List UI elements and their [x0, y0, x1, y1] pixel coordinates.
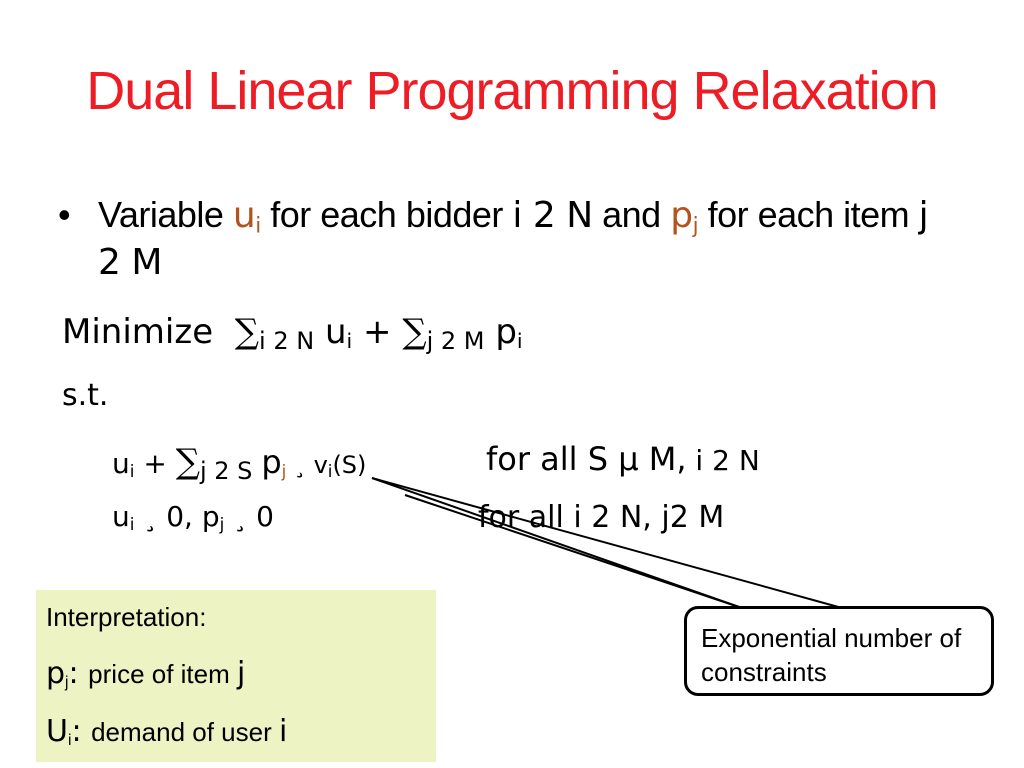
constraint-1-quantifier: for all S µ M, i 2 N [486, 440, 760, 478]
bullet-variables: • Variable ui for each bidder i 2 N and … [58, 192, 958, 286]
set-bidders: i 2 N [512, 195, 593, 236]
sum-symbol: ∑ [234, 312, 260, 352]
slide-title: Dual Linear Programming Relaxation [86, 61, 938, 121]
bullet-text: Variable ui for each bidder i 2 N and pj… [98, 194, 929, 283]
constraint-2: ui ¸ 0, pj ¸ 0 [112, 500, 274, 535]
callout-exponential: Exponential number of constraints [684, 606, 994, 696]
interpretation-demand: Ui: demand of user i [46, 714, 288, 749]
sum-symbol: ∑ [175, 442, 200, 482]
constraint-1: ui + ∑j 2 S pj ¸ vi(S) [112, 442, 367, 485]
subject-to: s.t. [62, 378, 109, 413]
interpretation-heading: Interpretation: [46, 602, 207, 632]
sum-symbol: ∑ [402, 312, 427, 352]
var-u: ui [232, 195, 261, 239]
var-p: pj [670, 195, 699, 239]
objective-line: Minimize ∑i 2 N ui + ∑j 2 M pi [62, 312, 523, 355]
bullet-dot: • [58, 194, 71, 235]
interpretation-box: Interpretation: pj: price of item j Ui: … [36, 590, 436, 762]
set-items: j 2 M [98, 195, 929, 283]
interpretation-price: pj: price of item j [46, 656, 246, 691]
minimize-label: Minimize [62, 312, 214, 352]
